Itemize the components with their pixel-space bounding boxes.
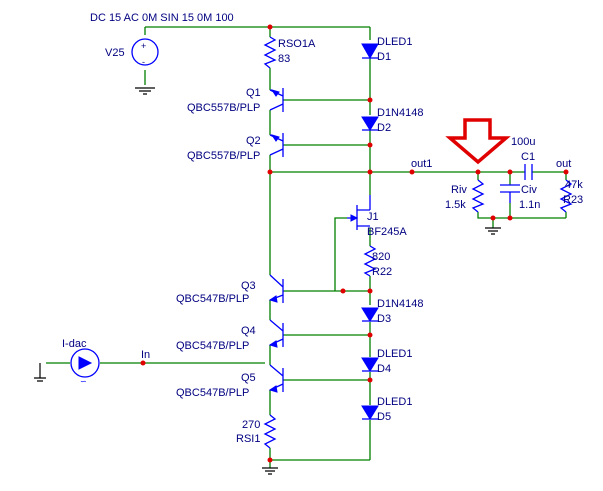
plus-sign: + [141, 41, 146, 51]
riv-label: Riv [451, 184, 467, 196]
rso1a-value: 83 [278, 53, 290, 65]
dled1-top-label: DLED1 [377, 36, 412, 48]
q5-model: QBC547B/PLP [176, 387, 249, 399]
diode-d1 [361, 43, 379, 60]
diode-d5 [361, 405, 379, 420]
d2-label: D2 [377, 122, 391, 134]
ac-symbol: ∽ [80, 377, 87, 386]
q4-label: Q4 [241, 325, 256, 337]
q3-model: QBC547B/PLP [176, 293, 249, 305]
ground-icon [135, 87, 155, 95]
rso1a-label: RSO1A [278, 38, 316, 50]
civ-value: 1.1n [519, 199, 540, 211]
q5-label: Q5 [241, 372, 256, 384]
q1-label: Q1 [246, 87, 261, 99]
current-source-idac: ∽ [70, 348, 100, 386]
d5-label: D5 [377, 411, 391, 423]
in-label: In [141, 349, 150, 361]
riv-value: 1.5k [445, 199, 466, 211]
idac-label: I-dac [62, 338, 87, 350]
q2-label: Q2 [246, 135, 261, 147]
resistor-rsi1 [263, 414, 277, 449]
q1-model: QBC557B/PLP [187, 102, 260, 114]
source-spec-label: DC 15 AC 0M SIN 15 0M 100 [90, 12, 234, 24]
wires [46, 26, 567, 468]
c1-value: 100u [511, 136, 535, 148]
civ-label: Civ [521, 184, 537, 196]
resistor-rso1a [263, 36, 277, 69]
q4-model: QBC547B/PLP [176, 340, 249, 352]
resistor-r22 [363, 245, 377, 277]
diode-d4 [361, 357, 379, 372]
out1-label: out1 [411, 158, 432, 170]
d1n4148-bottom-label: D1N4148 [377, 298, 423, 310]
rsi1-label: RSI1 [236, 433, 260, 445]
resistor-r23 [559, 179, 573, 213]
voltage-source-v25: + - [131, 38, 159, 67]
jfet-j1 [347, 195, 371, 230]
red-down-arrow-icon [445, 118, 511, 165]
v25-label: V25 [105, 47, 125, 59]
diode-d2 [361, 116, 379, 131]
r23-label: R23 [563, 194, 583, 206]
d1n4148-top-label: D1N4148 [377, 107, 423, 119]
j1-model: BF245A [367, 226, 407, 238]
dled1-d5-label: DLED1 [377, 396, 412, 408]
r22-label: R22 [372, 266, 392, 278]
ground-icon [34, 363, 46, 382]
transistor-q4 [268, 319, 284, 348]
transistor-q2 [269, 133, 284, 157]
ground-symbols [34, 87, 501, 475]
q3-label: Q3 [241, 280, 256, 292]
minus-sign: - [142, 57, 145, 67]
r23-value: 47k [565, 179, 583, 191]
capacitor-civ [500, 184, 520, 203]
d4-label: D4 [377, 363, 391, 375]
d1-label: D1 [377, 51, 391, 63]
ground-icon [262, 467, 278, 475]
transistor-q1 [269, 88, 284, 112]
out-label: out [556, 158, 571, 170]
transistor-q5 [268, 364, 284, 393]
c1-label: C1 [521, 151, 535, 163]
resistor-riv [471, 179, 485, 213]
r22-value: 820 [372, 251, 390, 263]
j1-label: J1 [367, 211, 379, 223]
diode-d3 [361, 307, 379, 322]
capacitor-c1 [524, 164, 533, 180]
labels: DC 15 AC 0M SIN 15 0M 100 V25 RSO1A 83 D… [62, 12, 583, 445]
ground-icon [485, 227, 501, 235]
q2-model: QBC557B/PLP [187, 150, 260, 162]
junction-dots [140, 24, 569, 463]
d3-label: D3 [377, 313, 391, 325]
transistor-q3 [268, 274, 284, 303]
rsi1-value: 270 [242, 419, 260, 431]
dled1-d4-label: DLED1 [377, 348, 412, 360]
